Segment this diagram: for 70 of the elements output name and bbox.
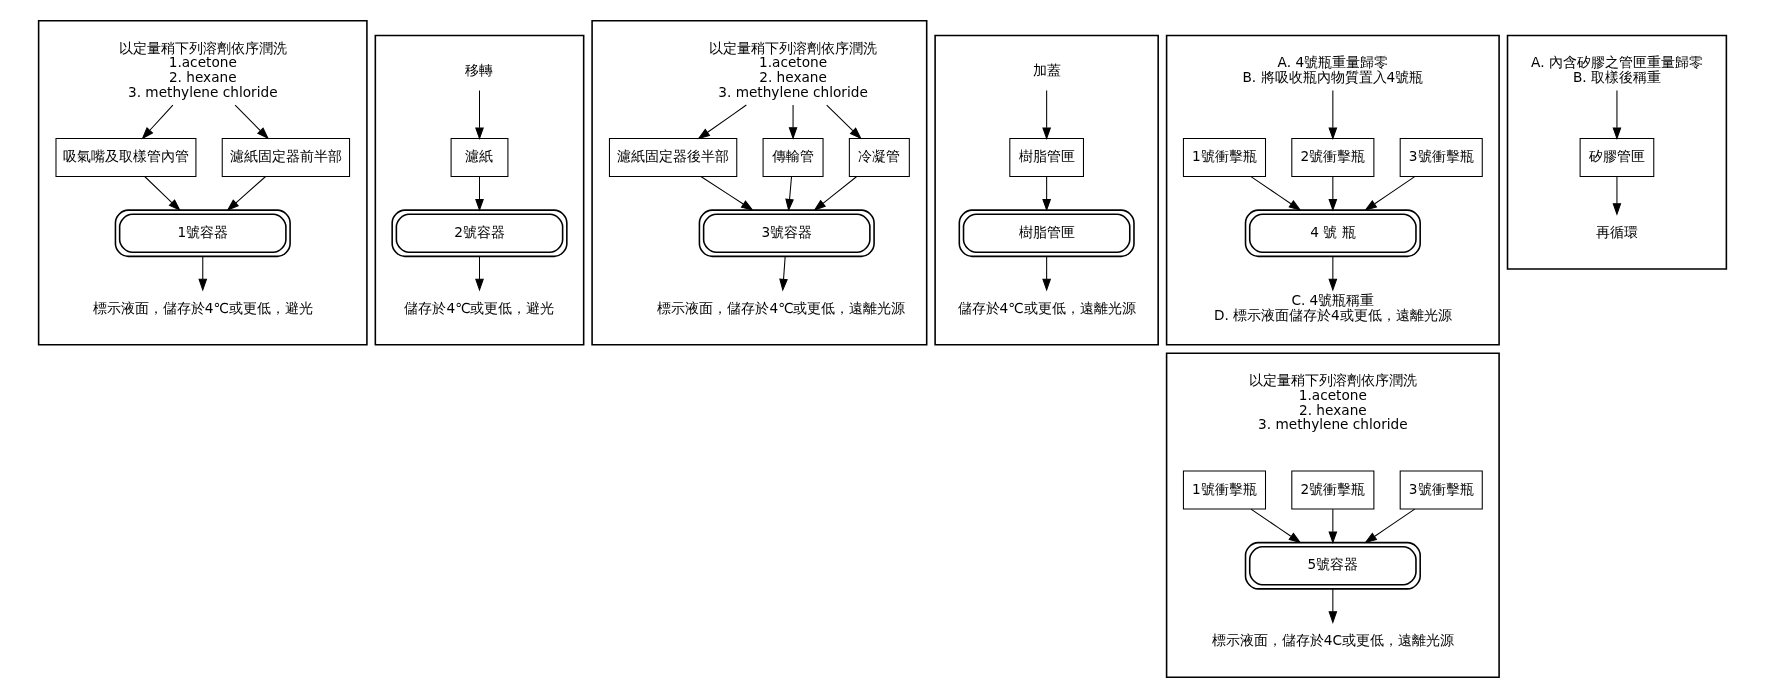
arrow (1042, 90, 1052, 141)
node-box: 2號容器 (391, 209, 568, 258)
arrow (788, 104, 798, 140)
arrow (1364, 176, 1416, 211)
arrow (141, 104, 174, 140)
node-box: 2號衝擊瓶 (1291, 470, 1375, 510)
arrow (475, 176, 484, 212)
arrow (1328, 255, 1338, 292)
node-text: 標示液面，儲存於4℃或更低，避光 (92, 299, 313, 316)
node-box: 樹脂管匣 (958, 209, 1135, 258)
node-text: 標示液面，儲存於4C或更低，遠離光源 (1211, 632, 1454, 649)
node-box: 樹脂管匣 (1009, 138, 1084, 177)
node-box: 3號衝擊瓶 (1399, 470, 1483, 510)
arrow (1612, 90, 1622, 141)
arrow (826, 104, 862, 140)
arrow (1250, 508, 1302, 544)
arrow (144, 176, 181, 212)
node-text: 再循環 (1595, 223, 1638, 240)
node-box: 1號衝擊瓶 (1182, 470, 1267, 510)
arrow (234, 104, 269, 140)
arrow (1250, 176, 1302, 211)
node-box: 傳輸管 (762, 138, 824, 177)
node-box: 3號容器 (698, 209, 875, 258)
arrow (1328, 176, 1338, 212)
node-text: 標示液面，儲存於4℃或更低，遠離光源 (657, 299, 906, 316)
node-box: 吸氣嘴及取樣管內管 (55, 138, 197, 177)
arrow (1328, 588, 1338, 624)
node-text: 以定量稍下列溶劑依序潤洗 1.acetone 2. hexane 3. methylene chloride (1248, 372, 1417, 433)
cluster (591, 19, 928, 346)
node-text: 儲存於4℃或更低，避光 (404, 299, 555, 316)
node-text: A. 4號瓶重量歸零 B. 將吸收瓶內物質置入4號瓶 (1242, 54, 1424, 86)
node-box: 1號容器 (114, 209, 291, 258)
node-box: 2號衝擊瓶 (1291, 138, 1375, 177)
node-text: 以定量稍下列溶劑依序潤洗 1.acetone 2. hexane 3. methylene chloride (709, 39, 878, 100)
node-text: C. 4號瓶稱重 D. 標示液面儲存於4或更低，遠離光源 (1213, 292, 1452, 323)
arrow (475, 255, 484, 292)
node-box: 冷凝管 (848, 138, 910, 177)
cluster (934, 34, 1159, 346)
arrow (779, 255, 788, 292)
cluster (374, 34, 585, 346)
node-box: 1號衝擊瓶 (1182, 138, 1267, 177)
cluster (1165, 352, 1500, 679)
arrow (813, 176, 857, 211)
arrow (1328, 90, 1338, 141)
node-box: 濾紙 (450, 138, 509, 177)
node-text: 移轉 (465, 61, 494, 78)
node-box: 濾紙固定器後半部 (608, 138, 738, 177)
cluster (1506, 34, 1728, 270)
cluster (37, 19, 368, 346)
node-text: A. 內含矽膠之管匣重量歸零 B. 取樣後稱重 (1531, 54, 1703, 86)
node-box: 5號容器 (1244, 541, 1421, 590)
arrow (1364, 508, 1416, 544)
node-text: 加蓋 (1032, 61, 1061, 78)
arrow (697, 104, 747, 140)
arrow (226, 176, 266, 212)
cluster (1165, 34, 1500, 346)
node-text: 以定量稍下列溶劑依序潤洗 1.acetone 2. hexane 3. methylene chloride (118, 39, 287, 100)
arrow (1328, 508, 1338, 545)
arrow (1042, 255, 1052, 292)
arrow (700, 176, 754, 211)
arrow (198, 255, 208, 292)
node-box: 3號衝擊瓶 (1399, 138, 1483, 177)
arrow (785, 176, 794, 212)
arrow (475, 90, 484, 141)
node-box: 4 號 瓶 (1244, 209, 1421, 258)
node-text: 儲存於4℃或更低，遠離光源 (957, 299, 1136, 316)
arrow (1612, 176, 1622, 216)
node-box: 矽膠管匣 (1579, 138, 1655, 177)
arrow (1042, 176, 1052, 212)
node-box: 濾紙固定器前半部 (221, 138, 351, 177)
